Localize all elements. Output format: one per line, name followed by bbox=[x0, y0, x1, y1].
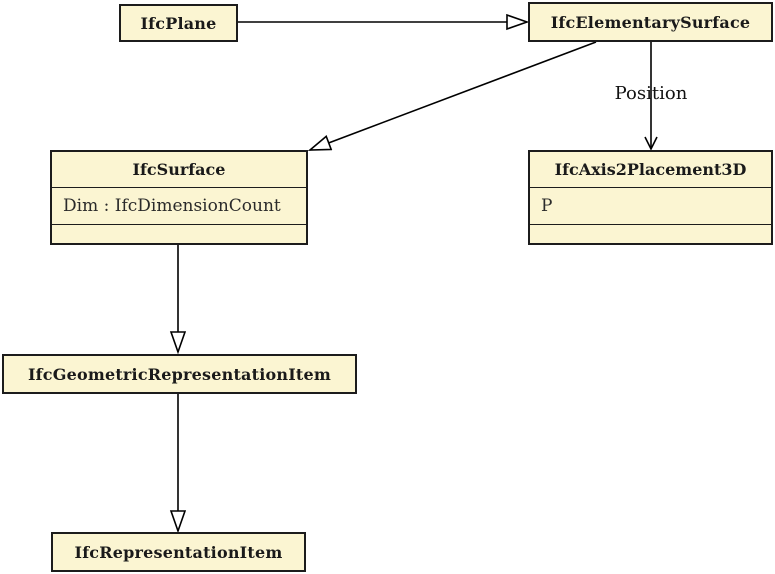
class-box-ifcrepresentationitem: IfcRepresentationItem bbox=[51, 532, 306, 572]
class-name-ifcaxis2placement3d: IfcAxis2Placement3D bbox=[530, 152, 771, 188]
class-name-ifcsurface: IfcSurface bbox=[52, 152, 306, 188]
class-box-ifcaxis2placement3d: IfcAxis2Placement3D P bbox=[528, 150, 773, 245]
class-attribute-ifcsurface-dim: Dim : IfcDimensionCount bbox=[52, 188, 306, 225]
class-box-ifcsurface: IfcSurface Dim : IfcDimensionCount bbox=[50, 150, 308, 245]
class-box-ifcelementarysurface: IfcElementarySurface bbox=[528, 2, 773, 42]
class-name-ifcgeometricrepresentationitem: IfcGeometricRepresentationItem bbox=[28, 364, 331, 384]
class-box-ifcplane: IfcPlane bbox=[119, 4, 238, 42]
class-name-ifcrepresentationitem: IfcRepresentationItem bbox=[74, 542, 283, 562]
class-attribute-ifcaxis2placement3d-p: P bbox=[530, 188, 771, 225]
operations-compartment-ifcsurface bbox=[52, 225, 306, 243]
association-label-position: Position bbox=[614, 83, 688, 104]
inheritance-arrow-ifcelementarysurface-to-ifcsurface bbox=[310, 41, 597, 150]
class-name-ifcplane: IfcPlane bbox=[140, 13, 217, 33]
class-box-ifcgeometricrepresentationitem: IfcGeometricRepresentationItem bbox=[2, 354, 357, 394]
operations-compartment-ifcaxis2placement3d bbox=[530, 225, 771, 243]
class-name-ifcelementarysurface: IfcElementarySurface bbox=[550, 12, 751, 32]
